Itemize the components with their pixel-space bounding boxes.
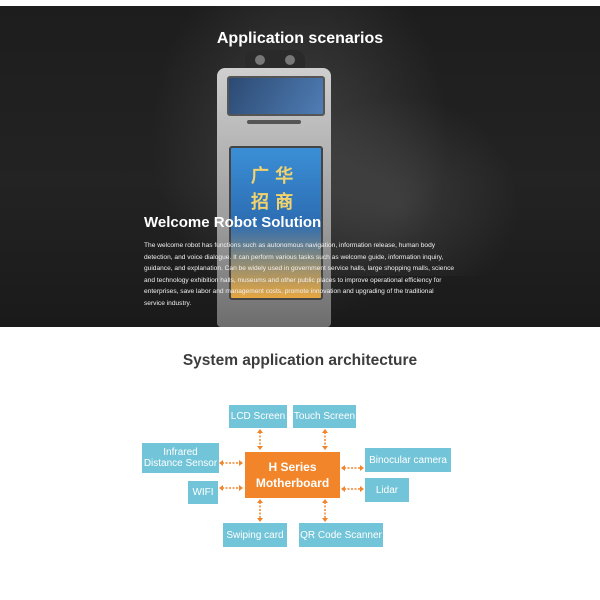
robot-main-screen: 广 华 招 商 bbox=[229, 146, 323, 300]
architecture-title: System application architecture bbox=[182, 352, 418, 369]
welcome-robot-image: 广 华 招 商 bbox=[215, 50, 335, 327]
solution-title: Welcome Robot Solution bbox=[144, 214, 322, 231]
robot-camera-right bbox=[285, 55, 295, 65]
robot-strip bbox=[247, 120, 301, 124]
robot-body: 广 华 招 商 bbox=[217, 68, 331, 327]
h-series-motherboard: H Series Motherboard bbox=[245, 452, 340, 498]
module-touch-screen: Touch Screen bbox=[293, 405, 356, 428]
module-qr-code-scanner: QR Code Scanner bbox=[299, 523, 383, 547]
solution-description: The welcome robot has functions such as … bbox=[144, 242, 455, 307]
module-lcd-screen: LCD Screen bbox=[229, 405, 287, 428]
module-wifi: WIFI bbox=[188, 481, 218, 504]
hero-banner: 广 华 招 商 bbox=[0, 6, 600, 327]
robot-top-screen bbox=[227, 76, 325, 116]
module-infrared-line1: Infrared bbox=[163, 447, 198, 458]
robot-head bbox=[245, 50, 305, 70]
module-binocular-camera: Binocular camera bbox=[365, 448, 451, 472]
module-infrared-line2: Distance Sensor bbox=[143, 458, 218, 469]
module-swiping-card: Swiping card bbox=[223, 523, 287, 547]
module-infrared-sensor: Infrared Distance Sensor bbox=[142, 443, 219, 473]
motherboard-line1: H Series bbox=[268, 460, 317, 474]
hero-background-reflection bbox=[320, 96, 520, 276]
robot-camera-left bbox=[255, 55, 265, 65]
module-lidar: Lidar bbox=[365, 478, 409, 502]
hero-title: Application scenarios bbox=[216, 30, 384, 47]
motherboard-line2: Motherboard bbox=[255, 476, 330, 490]
